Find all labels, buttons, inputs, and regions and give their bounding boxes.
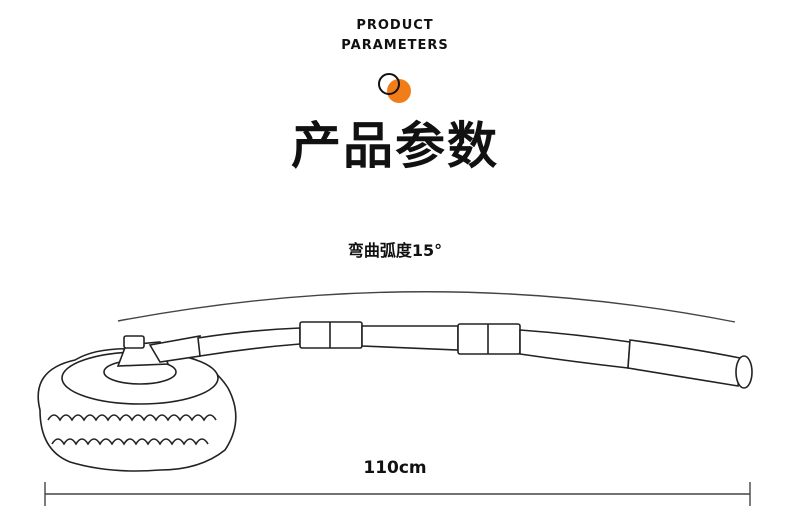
header-english: PRODUCT PARAMETERS xyxy=(0,16,790,56)
curved-car-wash-mop-icon xyxy=(37,291,753,506)
circle-emblem-icon xyxy=(378,73,411,103)
length-label: 110cm xyxy=(363,458,427,478)
page-title: 产品参数 xyxy=(291,117,499,175)
length-dimension-line xyxy=(44,482,751,506)
header-line-parameters: PARAMETERS xyxy=(341,38,449,53)
header-line-product: PRODUCT xyxy=(356,18,434,33)
mop-handle xyxy=(148,321,753,389)
mop-head xyxy=(37,335,237,472)
bend-angle-label: 弯曲弧度15° xyxy=(347,241,443,260)
